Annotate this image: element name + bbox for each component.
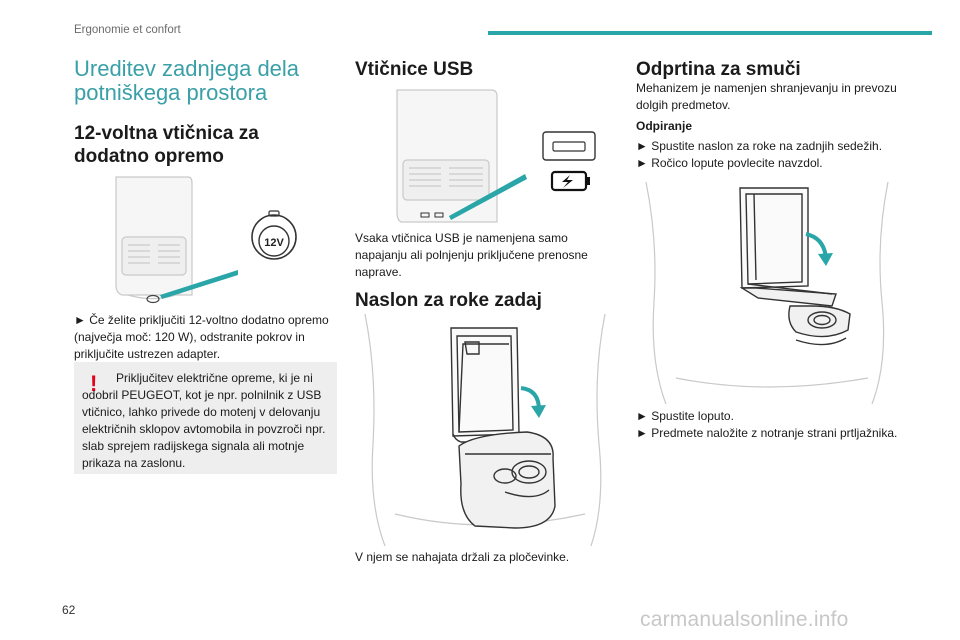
paragraph-12v-instructions: ► Če želite priključiti 12-voltno dodatn… (74, 313, 329, 361)
label-opening: Odpiranje (636, 119, 693, 133)
socket-label: 12V (264, 237, 284, 249)
step-lower-hatch: ► Spustite loputo. (636, 409, 734, 423)
heading-ski-hatch: Odprtina za smuči (636, 59, 801, 80)
steps-loading: ► Spustite loputo. ► Predmete naložite z… (636, 408, 902, 442)
steps-opening: ► Spustite naslon za roke na zadnjih sed… (636, 138, 902, 172)
paragraph-usb: Vsaka vtičnica USB je namenjena samo nap… (355, 231, 588, 279)
paragraph-armrest: V njem se nahajata držali za pločevinke. (355, 550, 570, 564)
12v-socket-illustration: 12V (115, 176, 297, 304)
section-title: Ureditev zadnjega dela potniškega prosto… (74, 56, 300, 105)
warning-box: ! Priključitev električne opreme, ki je … (74, 362, 337, 474)
watermark: carmanualsonline.info (640, 608, 849, 631)
warning-text: Priključitev električne opreme, ki je ni… (82, 371, 326, 470)
rear-armrest-illustration (364, 314, 606, 546)
header-accent-rule (488, 31, 932, 35)
heading-usb-sockets: Vtičnice USB (355, 59, 474, 80)
step-load-items: ► Predmete naložite z notranje strani pr… (636, 426, 898, 440)
step-pull-handle: ► Ročico lopute povlecite navzdol. (636, 156, 823, 170)
paragraph-ski-intro: Mehanizem je namenjen shranjevanju in pr… (636, 81, 897, 112)
step-lower-armrest: ► Spustite naslon za roke na zadnjih sed… (636, 139, 883, 153)
warning-exclamation-icon: ! (90, 371, 98, 396)
heading-rear-armrest: Naslon za roke zadaj (355, 290, 542, 311)
usb-sockets-illustration (396, 89, 596, 223)
heading-12v-socket: 12-voltna vtičnica za dodatno opremo (74, 123, 259, 167)
header-section-title: Ergonomie et confort (74, 24, 181, 36)
ski-hatch-illustration (645, 182, 889, 404)
page-number: 62 (62, 603, 76, 617)
